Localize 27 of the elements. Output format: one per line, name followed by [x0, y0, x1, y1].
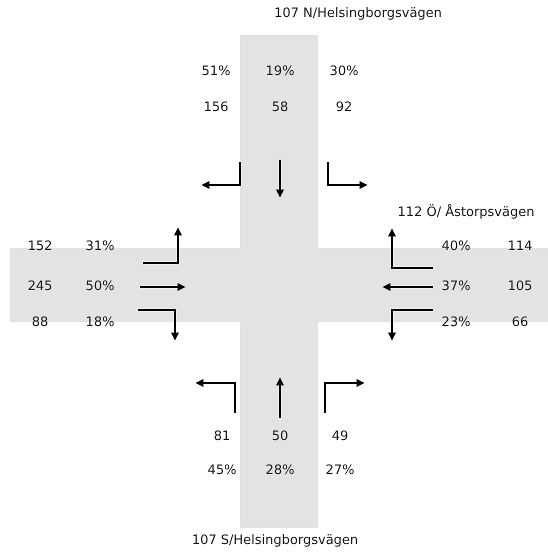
percentage: 40%: [442, 239, 470, 255]
vehicle-count: 156: [204, 100, 228, 116]
percentage: 19%: [266, 64, 294, 80]
vehicle-count: 152: [28, 239, 52, 255]
vehicle-count: 58: [272, 100, 288, 116]
percentage: 30%: [330, 64, 358, 80]
vehicle-count: 49: [332, 429, 348, 445]
percentage: 28%: [266, 463, 294, 479]
percentage: 23%: [442, 315, 470, 331]
percentage: 50%: [86, 279, 114, 295]
vehicle-count: 105: [508, 279, 532, 295]
vehicle-count: 92: [336, 100, 352, 116]
percentage: 51%: [202, 64, 230, 80]
vehicle-count: 81: [214, 429, 230, 445]
vehicle-count: 88: [32, 315, 48, 331]
road-name: 107 N/Helsingborgsvägen: [274, 6, 442, 22]
road-name: 112 Ö/ Åstorpsvägen: [398, 205, 534, 221]
percentage: 45%: [208, 463, 236, 479]
percentage: 37%: [442, 279, 470, 295]
percentage: 31%: [86, 239, 114, 255]
vehicle-count: 114: [508, 239, 532, 255]
road-name: 107 S/Helsingborgsvägen: [192, 533, 358, 549]
vehicle-count: 66: [512, 315, 528, 331]
percentage: 18%: [86, 315, 114, 331]
vehicle-count: 50: [272, 429, 288, 445]
vehicle-count: 245: [28, 279, 52, 295]
percentage: 27%: [326, 463, 354, 479]
